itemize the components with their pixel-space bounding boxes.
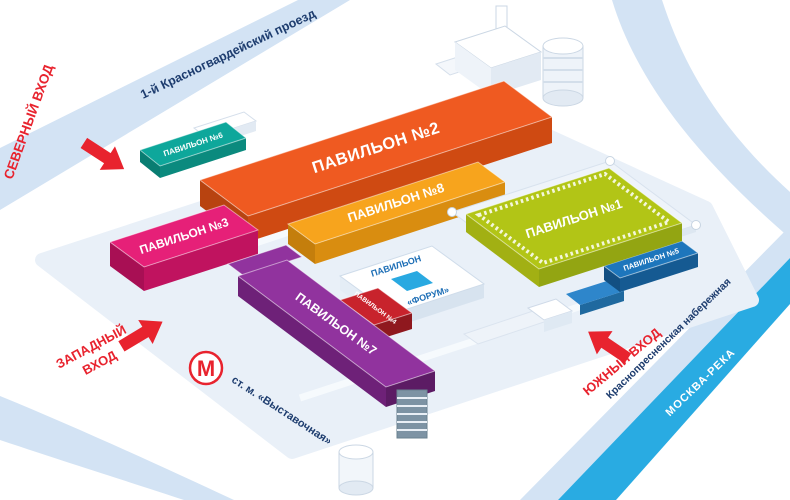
tank-ribs <box>543 57 583 83</box>
road-krasnogvardeysky <box>0 0 350 210</box>
metro-m-icon: М <box>197 356 215 381</box>
west-entrance-label: ЗАПАДНЫЙ ВХОД <box>53 322 128 378</box>
pavilion-5-ramp <box>566 280 624 305</box>
pavilion-6-roof <box>138 121 248 167</box>
south-walkway <box>462 298 574 345</box>
road-bottom-left <box>0 396 234 500</box>
pavilion-1-tower <box>447 207 457 217</box>
pavilion-6: ПАВИЛЬОН №6 <box>138 121 248 178</box>
forum-pyramid <box>391 271 433 291</box>
pavilion-3-roof <box>108 204 260 268</box>
pavilion-1-tower <box>691 220 701 230</box>
moskva-river <box>558 258 790 500</box>
walkway-kiosk-side <box>544 311 572 332</box>
pavilion-2-facade <box>248 117 552 242</box>
pavilion-5-facade <box>620 253 698 292</box>
pavilion-1-facade <box>539 223 682 287</box>
tank-top <box>542 37 584 55</box>
office-tower <box>396 389 428 439</box>
pavilion-3-facade <box>144 230 258 291</box>
pavilion-5: ПАВИЛЬОН №5 <box>566 240 700 315</box>
pavilion-1: ПАВИЛЬОН №1 <box>447 156 701 287</box>
tank-bottom <box>542 89 584 107</box>
metro-sign: М <box>188 350 224 386</box>
service-building <box>434 5 543 96</box>
office-tower-stripes <box>397 397 427 431</box>
pavilion-7-side <box>238 276 386 407</box>
pavilion-8-facade <box>315 182 505 264</box>
pavilion-1-side <box>466 214 539 287</box>
road-top-right <box>612 0 790 238</box>
metro-circle <box>188 350 224 386</box>
pavilion-1-tower <box>605 156 615 166</box>
rotunda-bottom <box>338 480 374 496</box>
pavilion-5-ramp-side <box>580 291 624 315</box>
pavilion-7: ПАВИЛЬОН №7 <box>226 244 437 407</box>
pavilion-6-facade <box>160 138 246 178</box>
pavilion-5-end <box>604 266 620 292</box>
pavilion-8-roof <box>286 161 507 245</box>
pavilion-7-head <box>226 244 304 277</box>
storage-tank <box>542 37 584 107</box>
rotunda <box>338 444 374 496</box>
street-krasnogvardeysky-label: 1-й Красногвардейский проезд <box>138 6 318 101</box>
pavilion-2-roof <box>198 80 554 217</box>
pavilion-6-end <box>140 150 160 178</box>
pavilion-7-roof <box>236 259 437 388</box>
forum-facade <box>392 284 484 328</box>
service-side <box>455 42 491 96</box>
pavilion-1-crenellation <box>474 171 674 266</box>
rotunda-top <box>338 444 374 460</box>
pavilion-8-end <box>288 224 315 264</box>
pavilion-3-end <box>110 242 144 291</box>
